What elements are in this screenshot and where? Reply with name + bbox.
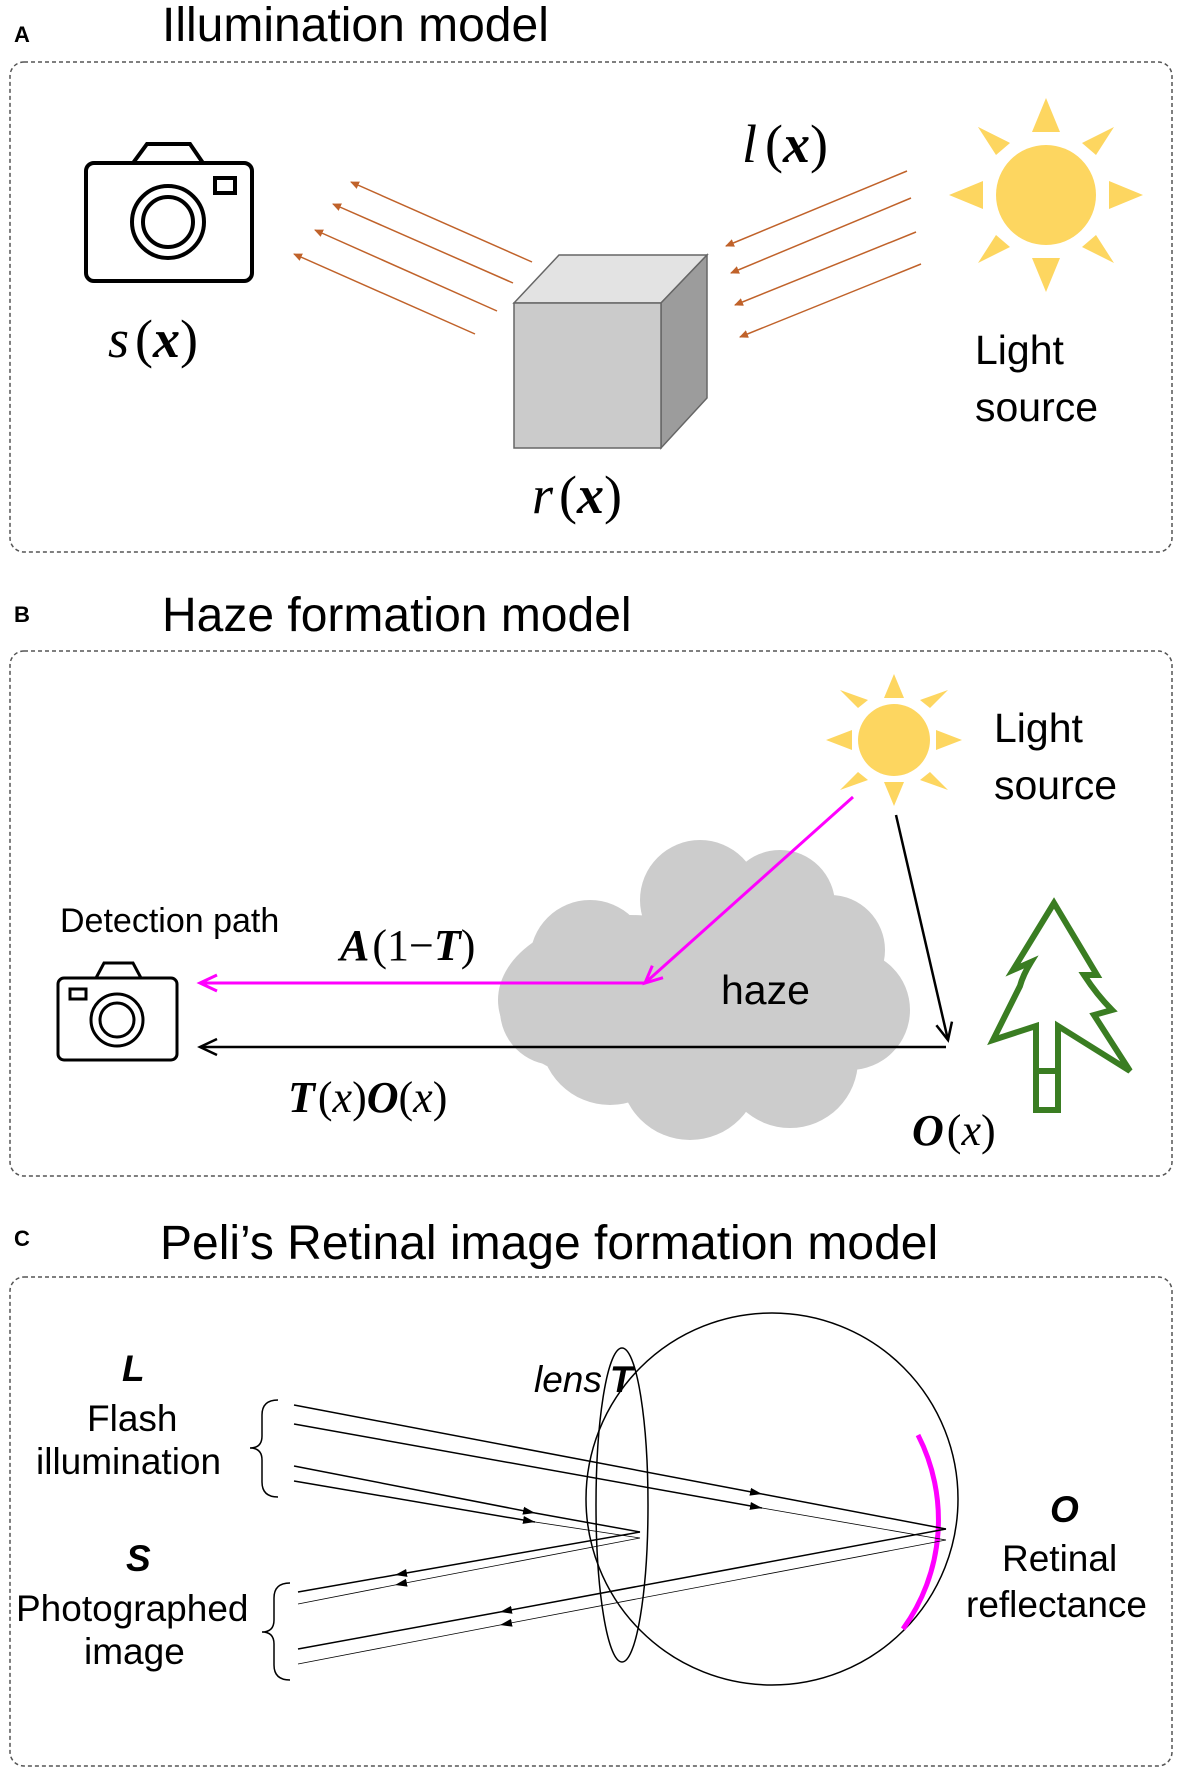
S-label: S	[126, 1538, 151, 1579]
light-source-label-line1: Light	[994, 705, 1084, 751]
flash-rays	[293, 1404, 947, 1541]
detection-path-label: Detection path	[60, 902, 279, 940]
photo-label-line1: Photographed	[16, 1588, 248, 1629]
panel-c: C Peli’s Retinal image formation model	[9, 1217, 1173, 1767]
flash-label-line1: Flash	[87, 1398, 177, 1439]
retina-arc	[900, 1433, 941, 1631]
object-radiance-label: O(x)	[912, 1106, 996, 1155]
reflected-rays	[293, 181, 533, 335]
panel-b-title: Haze formation model	[162, 589, 632, 642]
airlight-label: A(1−T)	[337, 921, 475, 970]
reflectance-label: r(x)	[532, 465, 622, 525]
sun-to-object-ray	[894, 814, 954, 1043]
light-source-label-line2: source	[975, 384, 1098, 430]
panel-a-title: Illumination model	[162, 0, 549, 52]
cube-icon	[512, 253, 709, 450]
panel-a-letter: A	[14, 22, 30, 47]
sun-icon	[826, 674, 962, 806]
airlight-ray	[642, 795, 854, 986]
reflected-rays	[297, 1528, 947, 1665]
camera-signal-label: s(x)	[108, 309, 198, 369]
camera-icon	[56, 961, 179, 1062]
sun-icon	[949, 98, 1143, 292]
retinal-label-line1: Retinal	[1002, 1538, 1117, 1579]
cloud-icon	[498, 840, 910, 1140]
direct-transmission-label: T(x)O(x)	[288, 1073, 447, 1122]
light-source-label-line2: source	[994, 762, 1117, 808]
eye-icon	[585, 1312, 959, 1686]
panel-b: B Haze formation model Light source	[9, 589, 1173, 1177]
photo-brace	[261, 1582, 291, 1681]
tree-icon	[987, 897, 1133, 1113]
flash-brace	[249, 1399, 279, 1498]
retinal-label-line2: reflectance	[966, 1584, 1147, 1625]
light-source-label-line1: Light	[975, 327, 1065, 373]
flash-label-line2: illumination	[36, 1441, 221, 1482]
panel-b-letter: B	[14, 602, 30, 627]
panel-b-frame	[9, 650, 1173, 1177]
O-label: O	[1050, 1489, 1079, 1530]
panel-c-frame	[9, 1276, 1173, 1767]
haze-label: haze	[721, 967, 810, 1013]
L-label: L	[122, 1348, 145, 1389]
incident-rays	[725, 170, 922, 338]
photo-label-line2: image	[84, 1631, 185, 1672]
illumination-label: l(x)	[742, 114, 828, 174]
panel-c-title: Peli’s Retinal image formation model	[160, 1217, 938, 1270]
panel-c-letter: C	[14, 1226, 30, 1251]
camera-icon	[84, 142, 254, 283]
panel-a-frame	[9, 61, 1173, 553]
lens-icon	[595, 1347, 649, 1663]
panel-a: A Illumination model	[9, 0, 1173, 553]
